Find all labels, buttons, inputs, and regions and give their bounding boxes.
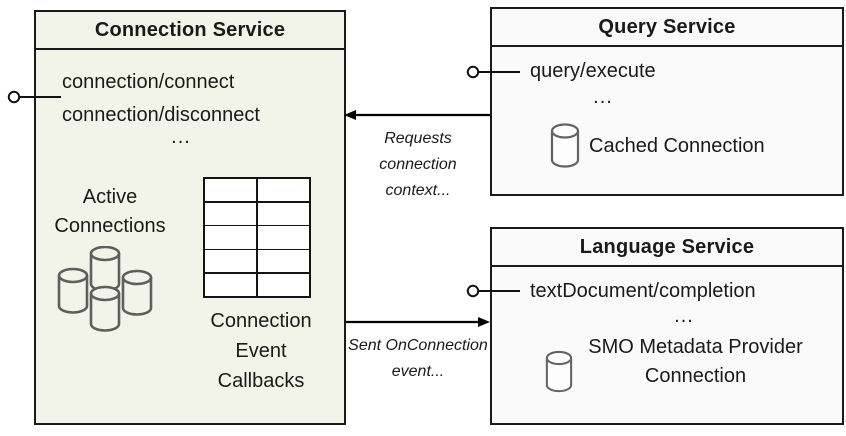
table-cell — [257, 273, 309, 296]
connection-endpoints-ellipsis: ... — [171, 126, 191, 148]
smo-metadata-database-icon — [545, 350, 573, 393]
table-cell — [205, 179, 257, 202]
endpoint-query-execute: query/execute — [530, 60, 656, 82]
cached-connection-label: Cached Connection — [589, 135, 765, 157]
request-context-arrow — [344, 110, 490, 120]
connection-service-title: Connection Service — [36, 12, 344, 50]
connection-event-callbacks-label: Connection Event Callbacks — [210, 310, 312, 392]
language-service-interface-connector-icon — [466, 284, 520, 298]
language-endpoints-ellipsis: ... — [674, 305, 694, 327]
connection-endpoints: connection/connect connection/disconnect — [62, 66, 260, 132]
smo-metadata-provider-connection-label: SMO Metadata Provider Connection — [588, 336, 803, 387]
active-connections-label: Active Connections — [54, 186, 166, 237]
language-service-box: Language Service — [490, 227, 844, 425]
onconnection-event-arrow — [346, 317, 490, 327]
request-context-arrow-label: Requests connection context... — [379, 130, 457, 199]
language-service-title: Language Service — [492, 229, 842, 267]
active-connections-database-cluster-icon — [57, 246, 153, 332]
endpoint-connection-connect: connection/connect — [62, 71, 235, 93]
table-cell — [257, 226, 309, 249]
query-service-box: Query Service — [490, 7, 844, 196]
table-cell — [205, 250, 257, 273]
table-cell — [205, 273, 257, 296]
connection-service-interface-connector-icon — [7, 90, 61, 104]
endpoint-connection-disconnect: connection/disconnect — [62, 104, 260, 126]
onconnection-event-arrow-label: Sent OnConnection event... — [348, 337, 488, 380]
table-cell — [205, 202, 257, 225]
query-endpoints-ellipsis: ... — [593, 86, 613, 108]
callback-table — [203, 177, 311, 298]
endpoint-textdocument-completion: textDocument/completion — [530, 280, 756, 302]
query-service-title: Query Service — [492, 9, 842, 47]
cached-connection-database-icon — [550, 123, 580, 168]
table-cell — [257, 202, 309, 225]
table-cell — [257, 250, 309, 273]
table-cell — [205, 226, 257, 249]
table-cell — [257, 179, 309, 202]
query-service-interface-connector-icon — [466, 65, 520, 79]
